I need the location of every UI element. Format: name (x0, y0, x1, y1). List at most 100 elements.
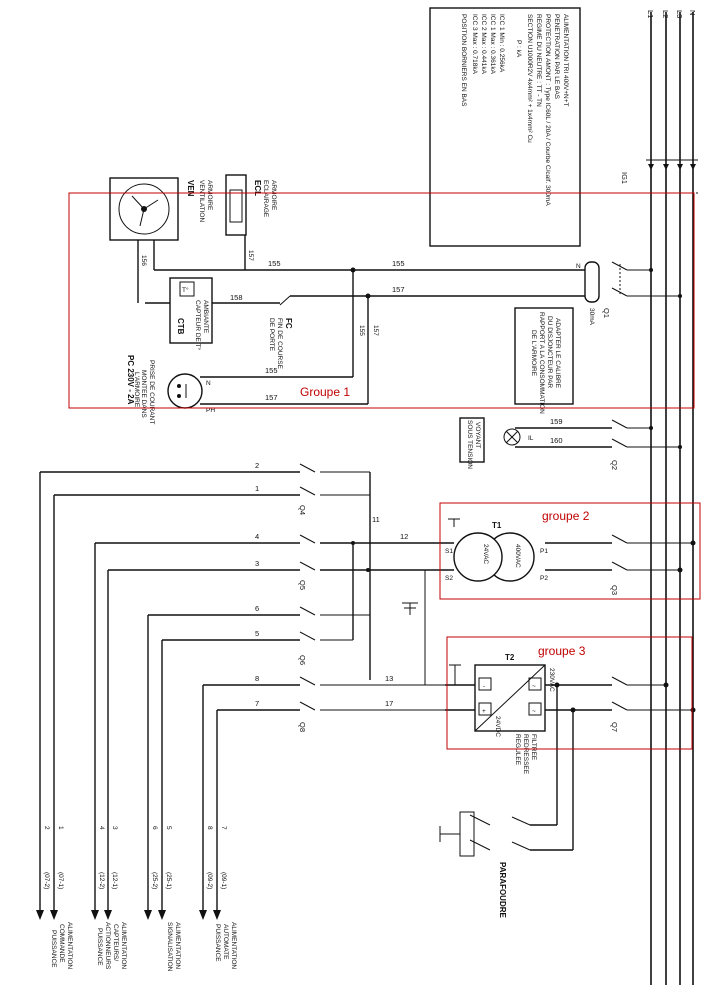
info-line-8: ICC 2 Max : 0.441kA (480, 14, 487, 75)
t1-secondary: 24VAC (482, 544, 489, 564)
bus-label-l2: L2 (661, 10, 670, 18)
t2-ac-2: ~ (532, 708, 536, 715)
out-wire-3: 3 (111, 826, 118, 830)
t2-out: 24VDC (494, 716, 501, 737)
q3-t1-circuit: Q3 T1 400VAC 24VAC P1 P2 S1 S2 12 (320, 518, 696, 595)
ven-desc-0: VENTILATION (198, 180, 205, 222)
pc-desc-0: PRISE DE COURANT (148, 360, 155, 424)
out-wire-7: 7 (220, 826, 227, 830)
out-wire-6: 8 (206, 826, 213, 830)
out-wire-0: 2 (43, 826, 50, 830)
out-desc-3-2: PUISSANCE (214, 924, 221, 962)
t1-s1: S1 (445, 548, 453, 555)
voyant-1: SOUS TENSION (466, 420, 473, 469)
adapter-note-3: DE L'ARMOIRE (530, 330, 537, 377)
wire-157-d: 157 (265, 393, 278, 402)
q4-label: Q4 (298, 505, 307, 515)
wire-2-top: 2 (255, 461, 259, 470)
info-line-4: SECTION U1000R2V 4x4mm² + 1x4mm² Cu (526, 14, 533, 143)
out-desc-0-1: COMMANDE (58, 924, 65, 963)
t1-label: T1 (492, 521, 502, 530)
ven-desc-1: ARMOIRE (206, 180, 213, 211)
out-desc-1-3: PUISSANCE (96, 928, 103, 966)
ven-label: VEN (186, 180, 195, 197)
wire-155-c: 155 (358, 325, 365, 336)
out-ref-1a: (12-2) (98, 872, 105, 889)
q6-label: Q6 (298, 655, 307, 665)
out-desc-3-1: AUTOMATE (222, 924, 229, 960)
wire-155-a: 155 (392, 259, 405, 268)
wire-155-b: 155 (268, 259, 281, 268)
out-ref-0b: (07-1) (57, 872, 64, 889)
wire-160: 160 (550, 436, 563, 445)
groupe-1-label: Groupe 1 (300, 385, 350, 399)
transformer-t1-secondary (453, 532, 503, 582)
pc-ph: PH (206, 407, 215, 414)
pc-desc-2: L'ARMOIRE (133, 372, 140, 408)
t1-p2: P2 (540, 575, 548, 582)
pc-desc-1: MONTEE DANS (140, 370, 147, 418)
main-bus: L1 L2 L3 N (646, 10, 697, 985)
out-ref-2a: (25-2) (151, 872, 158, 889)
ecl-desc-1: ARMOIRE (270, 180, 277, 211)
out-ref-1b: (12-1) (111, 872, 118, 889)
info-line-6: ICC 1 Min : 0.256kA (498, 14, 505, 73)
out-wire-1: 1 (57, 826, 64, 830)
out-desc-2-1: SIGNALISATION (166, 922, 173, 972)
wire-157-a: 157 (392, 285, 405, 294)
wire-157-c: 157 (372, 325, 379, 336)
power-socket (167, 373, 203, 409)
t2-minus: - (483, 683, 485, 690)
t1-s2: S2 (445, 575, 453, 582)
q8-label: Q8 (298, 722, 307, 732)
q1-label: Q1 (602, 308, 611, 318)
out-wire-2: 4 (98, 826, 105, 830)
out-desc-2-0: ALIMENTATION (174, 922, 181, 969)
groupe-2-frame (439, 502, 701, 600)
info-line-3: REGIME DU NEUTRE : TT - TN (535, 14, 542, 107)
out-desc-3-0: ALIMENTATION (230, 922, 237, 969)
q2-label: Q2 (610, 460, 619, 470)
out-wire-5: 5 (165, 826, 172, 830)
t1-p1: P1 (540, 548, 548, 555)
ctb-symbol: T° (182, 286, 189, 294)
fc-desc-0: FIN DE COURSE (276, 318, 283, 370)
wire-159: 159 (550, 417, 563, 426)
adapter-note: ADAPTER LE CALIBRE DU DISJONCTEUR PAR RA… (514, 307, 574, 414)
wire-1-top: 1 (255, 484, 259, 493)
q1-rating: 30mA (588, 308, 595, 326)
out-ref-0a: (07-2) (43, 872, 50, 889)
wire-13: 13 (385, 674, 393, 683)
out-desc-0-0: ALIMENTATION (66, 922, 73, 969)
wire-3-top: 3 (255, 559, 259, 568)
info-line-7: ICC 1 Max : 0.361kA (489, 14, 496, 75)
info-line-1: PENETRATION PAR LE BAS (553, 14, 560, 100)
q5-label: Q5 (298, 580, 307, 590)
out-desc-1-1: CAPTEURS/ (112, 924, 119, 961)
out-desc-1-0: ALIMENTATION (120, 922, 127, 969)
adapter-note-0: ADAPTER LE CALIBRE (554, 318, 561, 389)
groupe-3-label: groupe 3 (538, 644, 586, 658)
fc-label: FC (284, 318, 293, 329)
q7-label: Q7 (610, 722, 619, 732)
group-frames: Groupe 1 groupe 2 groupe 3 (68, 192, 701, 750)
q7-t2-circuit: Q7 - + ~ ~ T2 230VAC 24VDC FILTREE REDRE… (445, 653, 696, 850)
ig1-label: IG1 (620, 172, 629, 184)
out-ref-3b: (09-1) (220, 872, 227, 889)
wire-156: 156 (140, 255, 147, 266)
out-ref-3a: (09-2) (206, 872, 213, 889)
info-line-9: ICC 3 Max : 0.718kA (471, 14, 478, 75)
voyant-0: VOYANT (474, 422, 481, 448)
ctb-desc-0: CAPTEUR DE T° (194, 300, 202, 351)
info-line-2: PROTECTION AMONT : Type IC60L / 20A / Co… (544, 14, 551, 206)
bus-label-l1: L1 (646, 10, 655, 18)
groupe-1-frame (68, 192, 695, 409)
groupe-3-frame (446, 636, 693, 750)
fc-desc-1: DE PORTE (268, 318, 275, 352)
pc-n: N (206, 380, 211, 387)
out-desc-1-2: ACTIONNEURS (104, 922, 111, 970)
t2-desc-0: FILTREE (530, 734, 537, 761)
ecl-label: ECL (253, 180, 262, 196)
surge-protector: PARAFOUDRE (439, 811, 573, 919)
q3-label: Q3 (610, 585, 619, 595)
